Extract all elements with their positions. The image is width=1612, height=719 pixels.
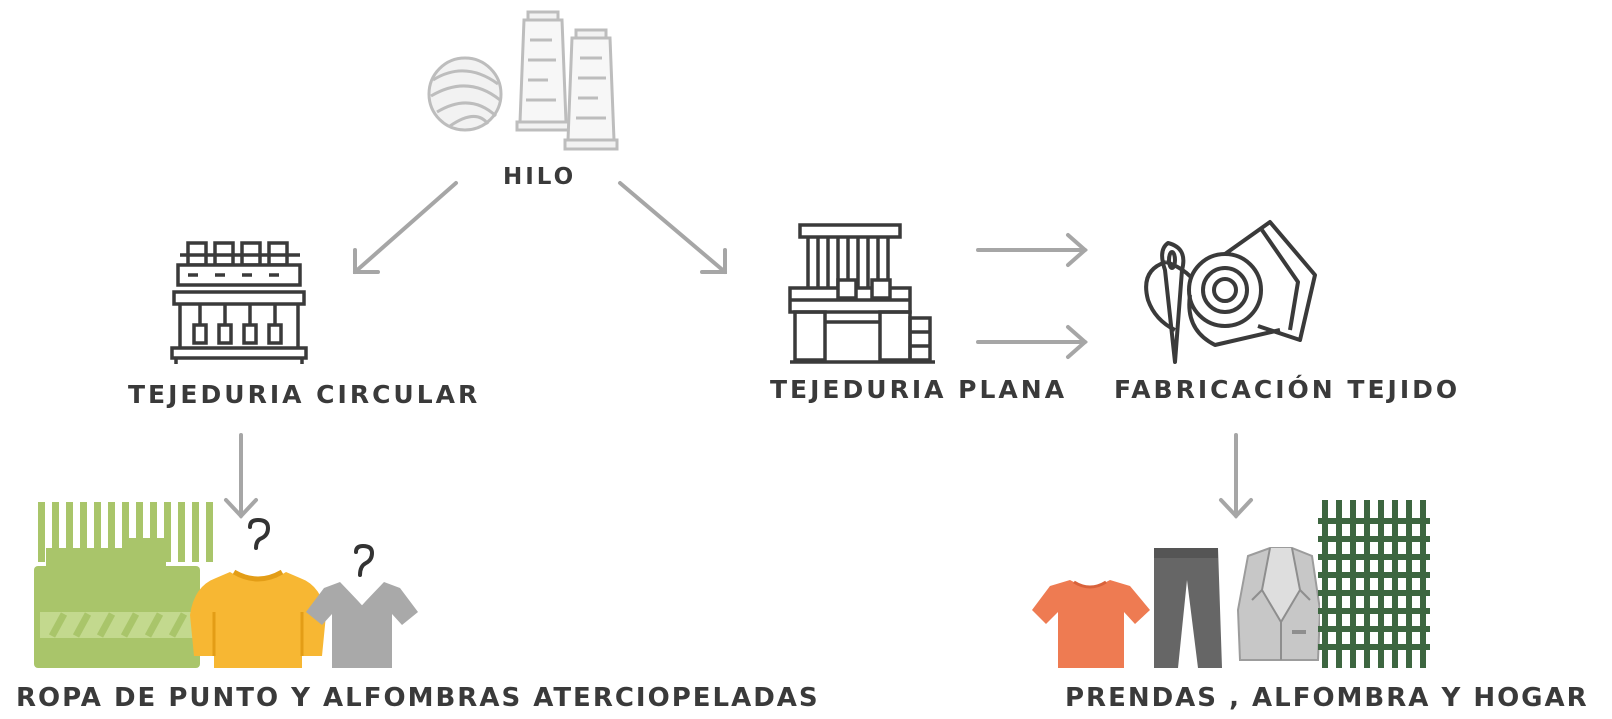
- sweater-icon: [190, 517, 326, 668]
- arrow-circular-to-knit: [224, 433, 258, 519]
- label-fabric-making: FABRICACIÓN TEJIDO: [1114, 375, 1461, 404]
- label-circular-knitting: TEJEDURIA CIRCULAR: [128, 380, 481, 409]
- vneck-tshirt-icon: [306, 543, 418, 668]
- label-yarn: HILO: [503, 164, 577, 190]
- arrow-flat-to-fabric-1: [976, 233, 1089, 267]
- flat-loom-icon: [788, 223, 935, 364]
- tshirt-icon: [1032, 580, 1150, 668]
- knit-fabric-swatch-icon: [34, 502, 213, 668]
- arrow-yarn-to-circular: [353, 181, 458, 274]
- woven-grid-fabric-icon: [1318, 500, 1430, 668]
- label-flat-weaving: TEJEDURIA PLANA: [770, 375, 1068, 404]
- arrow-yarn-to-flat: [618, 181, 727, 274]
- label-woven-products: PRENDAS , ALFOMBRA Y HOGAR: [1065, 683, 1589, 713]
- label-knit-products: ROPA DE PUNTO Y ALFOMBRAS ATERCIOPELADAS: [16, 683, 820, 713]
- arrow-flat-to-fabric-2: [976, 325, 1089, 359]
- fabric-roll-needle-icon: [1144, 220, 1317, 364]
- circular-knitting-machine-icon: [170, 241, 308, 364]
- pants-icon: [1154, 548, 1222, 668]
- yarn-icon: [427, 10, 619, 151]
- jacket-icon: [1236, 547, 1322, 661]
- arrow-fabric-to-woven: [1219, 433, 1253, 519]
